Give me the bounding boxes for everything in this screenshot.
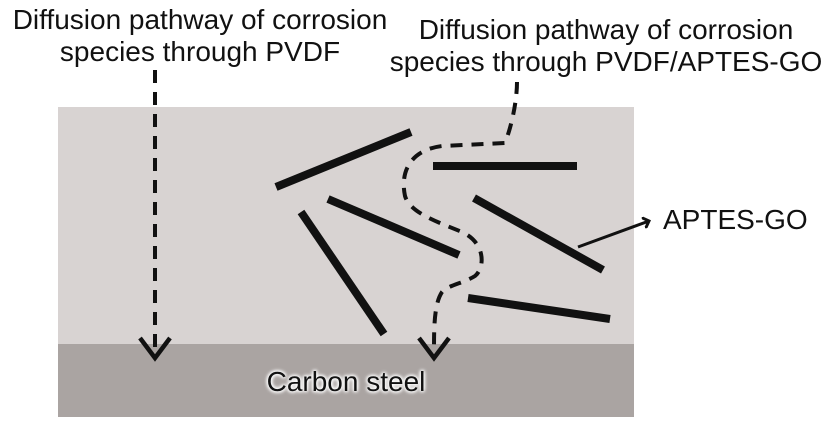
pvdf-pathway-arrow xyxy=(138,70,172,362)
pvdf-pathway-label: Diffusion pathway of corrosion species t… xyxy=(0,4,400,68)
go-sheet xyxy=(326,195,461,259)
go-sheet xyxy=(472,194,605,274)
go-sheet xyxy=(274,128,413,191)
aptes-go-pathway-label-line2: species through PVDF/APTES-GO xyxy=(389,46,823,77)
pvdf-pathway-label-line2: species through PVDF xyxy=(59,36,341,67)
aptes-go-pointer-arrow xyxy=(577,221,649,249)
carbon-steel-label: Carbon steel xyxy=(266,366,426,397)
go-sheet xyxy=(467,294,611,323)
pvdf-pathway-label-line1: Diffusion pathway of corrosion xyxy=(12,4,388,35)
aptes-go-sheets xyxy=(274,128,611,337)
aptes-go-pathway-label: Diffusion pathway of corrosion species t… xyxy=(385,14,827,78)
aptes-go-pathway-arrow xyxy=(401,81,519,362)
aptes-go-label: APTES-GO xyxy=(663,204,808,235)
aptes-go-pathway-label-line1: Diffusion pathway of corrosion xyxy=(418,14,794,45)
go-sheet xyxy=(297,209,388,337)
